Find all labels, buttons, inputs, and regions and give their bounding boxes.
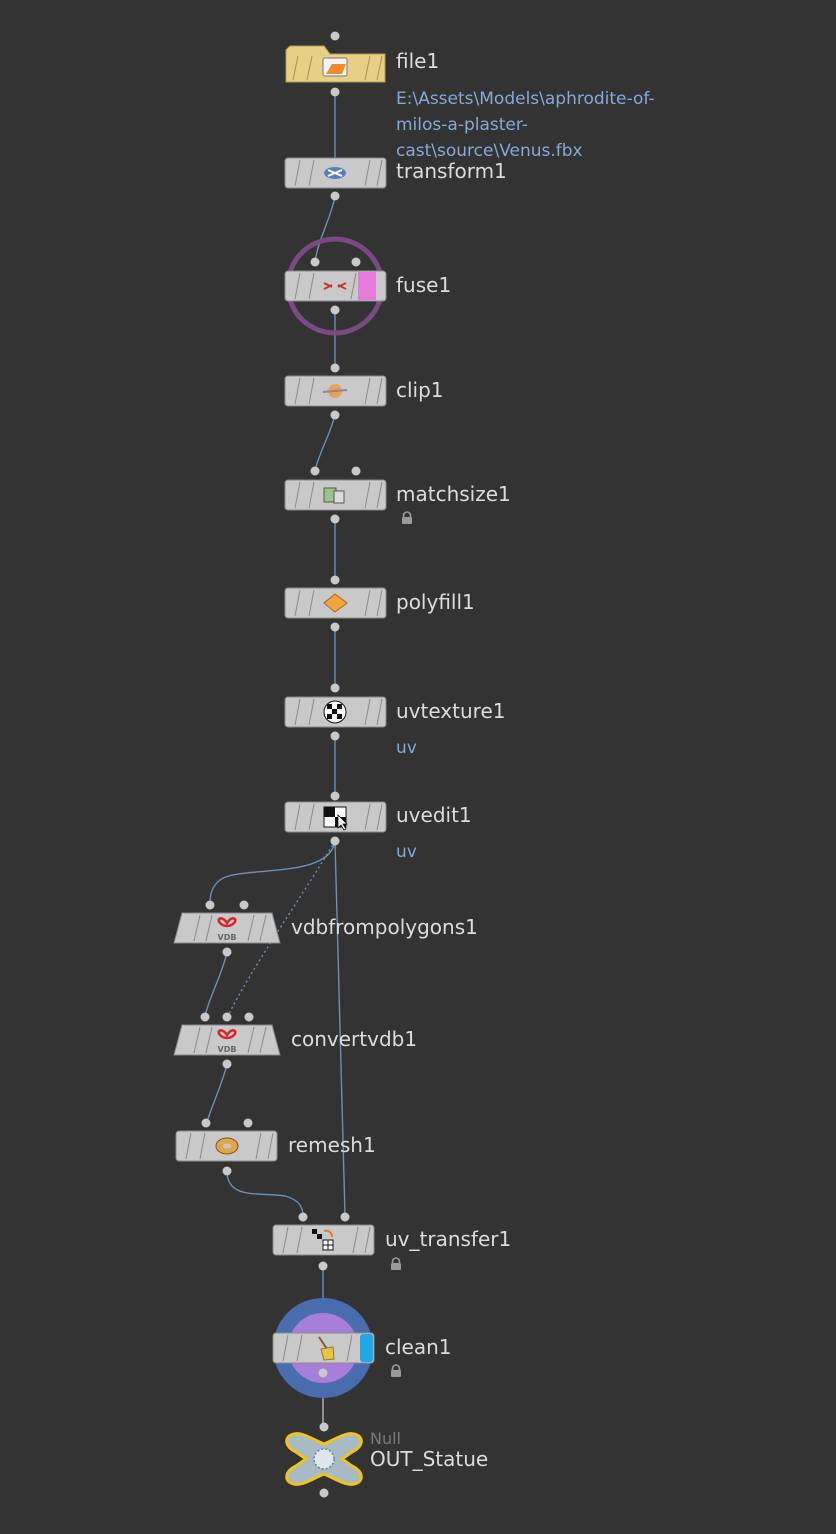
comment-line: E:\Assets\Models\aphrodite-of-: [396, 89, 655, 109]
node-label-convertvdb1: convertvdb1: [291, 1027, 418, 1051]
matchsize-node[interactable]: [284, 466, 388, 524]
node-label-uvtexture1: uvtexture1: [396, 699, 506, 723]
uvedit-icon: [323, 806, 348, 831]
remesh-icon: [215, 1137, 239, 1155]
polyfill-icon: [323, 593, 348, 613]
transform-icon: [324, 167, 346, 179]
transform-node[interactable]: [284, 156, 388, 202]
vdb-icon: VDB: [217, 1029, 237, 1054]
wire-clip1-matchsize1[interactable]: [314, 414, 336, 472]
render-flag[interactable]: [360, 1334, 373, 1362]
node-label-clean1: clean1: [385, 1335, 452, 1359]
checker-icon: [323, 700, 347, 724]
clip-icon: [322, 384, 348, 398]
wire-transform1-fuse1[interactable]: [314, 196, 336, 263]
lock-icon: [402, 511, 412, 524]
vdb-icon-text: VDB: [218, 933, 237, 942]
null-node[interactable]: [280, 1422, 368, 1502]
node-label-uvedit1: uvedit1: [396, 803, 472, 827]
matchsize-icon: [323, 487, 345, 504]
uvtexture-node[interactable]: [284, 683, 388, 741]
node-label-remesh1: remesh1: [288, 1133, 376, 1157]
clip-node[interactable]: [284, 363, 388, 421]
node-label-fuse1: fuse1: [396, 273, 452, 297]
lock-icon: [391, 1257, 401, 1270]
wire-uvedit1-uv_transfer1[interactable]: [334, 840, 346, 1217]
uv-transfer-node[interactable]: [272, 1212, 376, 1272]
wire-uvedit1-vdbfrompolygons1[interactable]: [209, 840, 336, 906]
remesh-node[interactable]: [175, 1118, 279, 1176]
uv-transfer-icon: [312, 1229, 334, 1251]
fuse-node[interactable]: [284, 235, 388, 339]
node-label-matchsize1: matchsize1: [396, 482, 511, 506]
comment-line: cast\source\Venus.fbx: [396, 141, 583, 161]
clean-node[interactable]: [272, 1297, 376, 1401]
file-node[interactable]: [284, 30, 388, 97]
vdb-icon-text: VDB: [218, 1045, 237, 1054]
vdbfrompolygons-node[interactable]: VDB: [172, 899, 284, 957]
convertvdb-node[interactable]: VDB: [172, 1011, 284, 1069]
node-label-polyfill1: polyfill1: [396, 590, 475, 614]
polyfill-node[interactable]: [284, 575, 388, 633]
uvedit-node[interactable]: [284, 791, 388, 847]
node-label-uv_transfer1: uv_transfer1: [385, 1227, 512, 1251]
node-label-transform1: transform1: [396, 159, 507, 183]
vdb-icon: VDB: [217, 917, 237, 942]
uvedit-comment: uv: [396, 842, 417, 862]
node-label-OUT_Statue: OUT_Statue: [370, 1447, 489, 1471]
fuse-icon: [323, 282, 347, 290]
wire-vdbfrompolygons1-convertvdb1[interactable]: [204, 951, 228, 1017]
node-type-label: Null: [370, 1429, 401, 1448]
wire-uvedit1-convertvdb1[interactable]: [227, 840, 336, 1017]
broom-icon: [318, 1336, 335, 1361]
lock-icon: [391, 1364, 401, 1377]
node-label-clip1: clip1: [396, 378, 444, 402]
node-label-file1: file1: [396, 49, 440, 73]
display-flag[interactable]: [358, 272, 376, 300]
wire-convertvdb1-remesh1[interactable]: [206, 1063, 228, 1123]
comment-line: milos-a-plaster-: [396, 115, 528, 135]
node-label-vdbfrompolygons1: vdbfrompolygons1: [291, 915, 478, 939]
file-path-comment: E:\Assets\Models\aphrodite-of- milos-a-p…: [396, 86, 655, 164]
folder-icon: [322, 57, 348, 77]
uvtexture-comment: uv: [396, 738, 417, 758]
wire-remesh1-uv_transfer1[interactable]: [226, 1170, 304, 1217]
file-node-body[interactable]: [284, 30, 388, 97]
